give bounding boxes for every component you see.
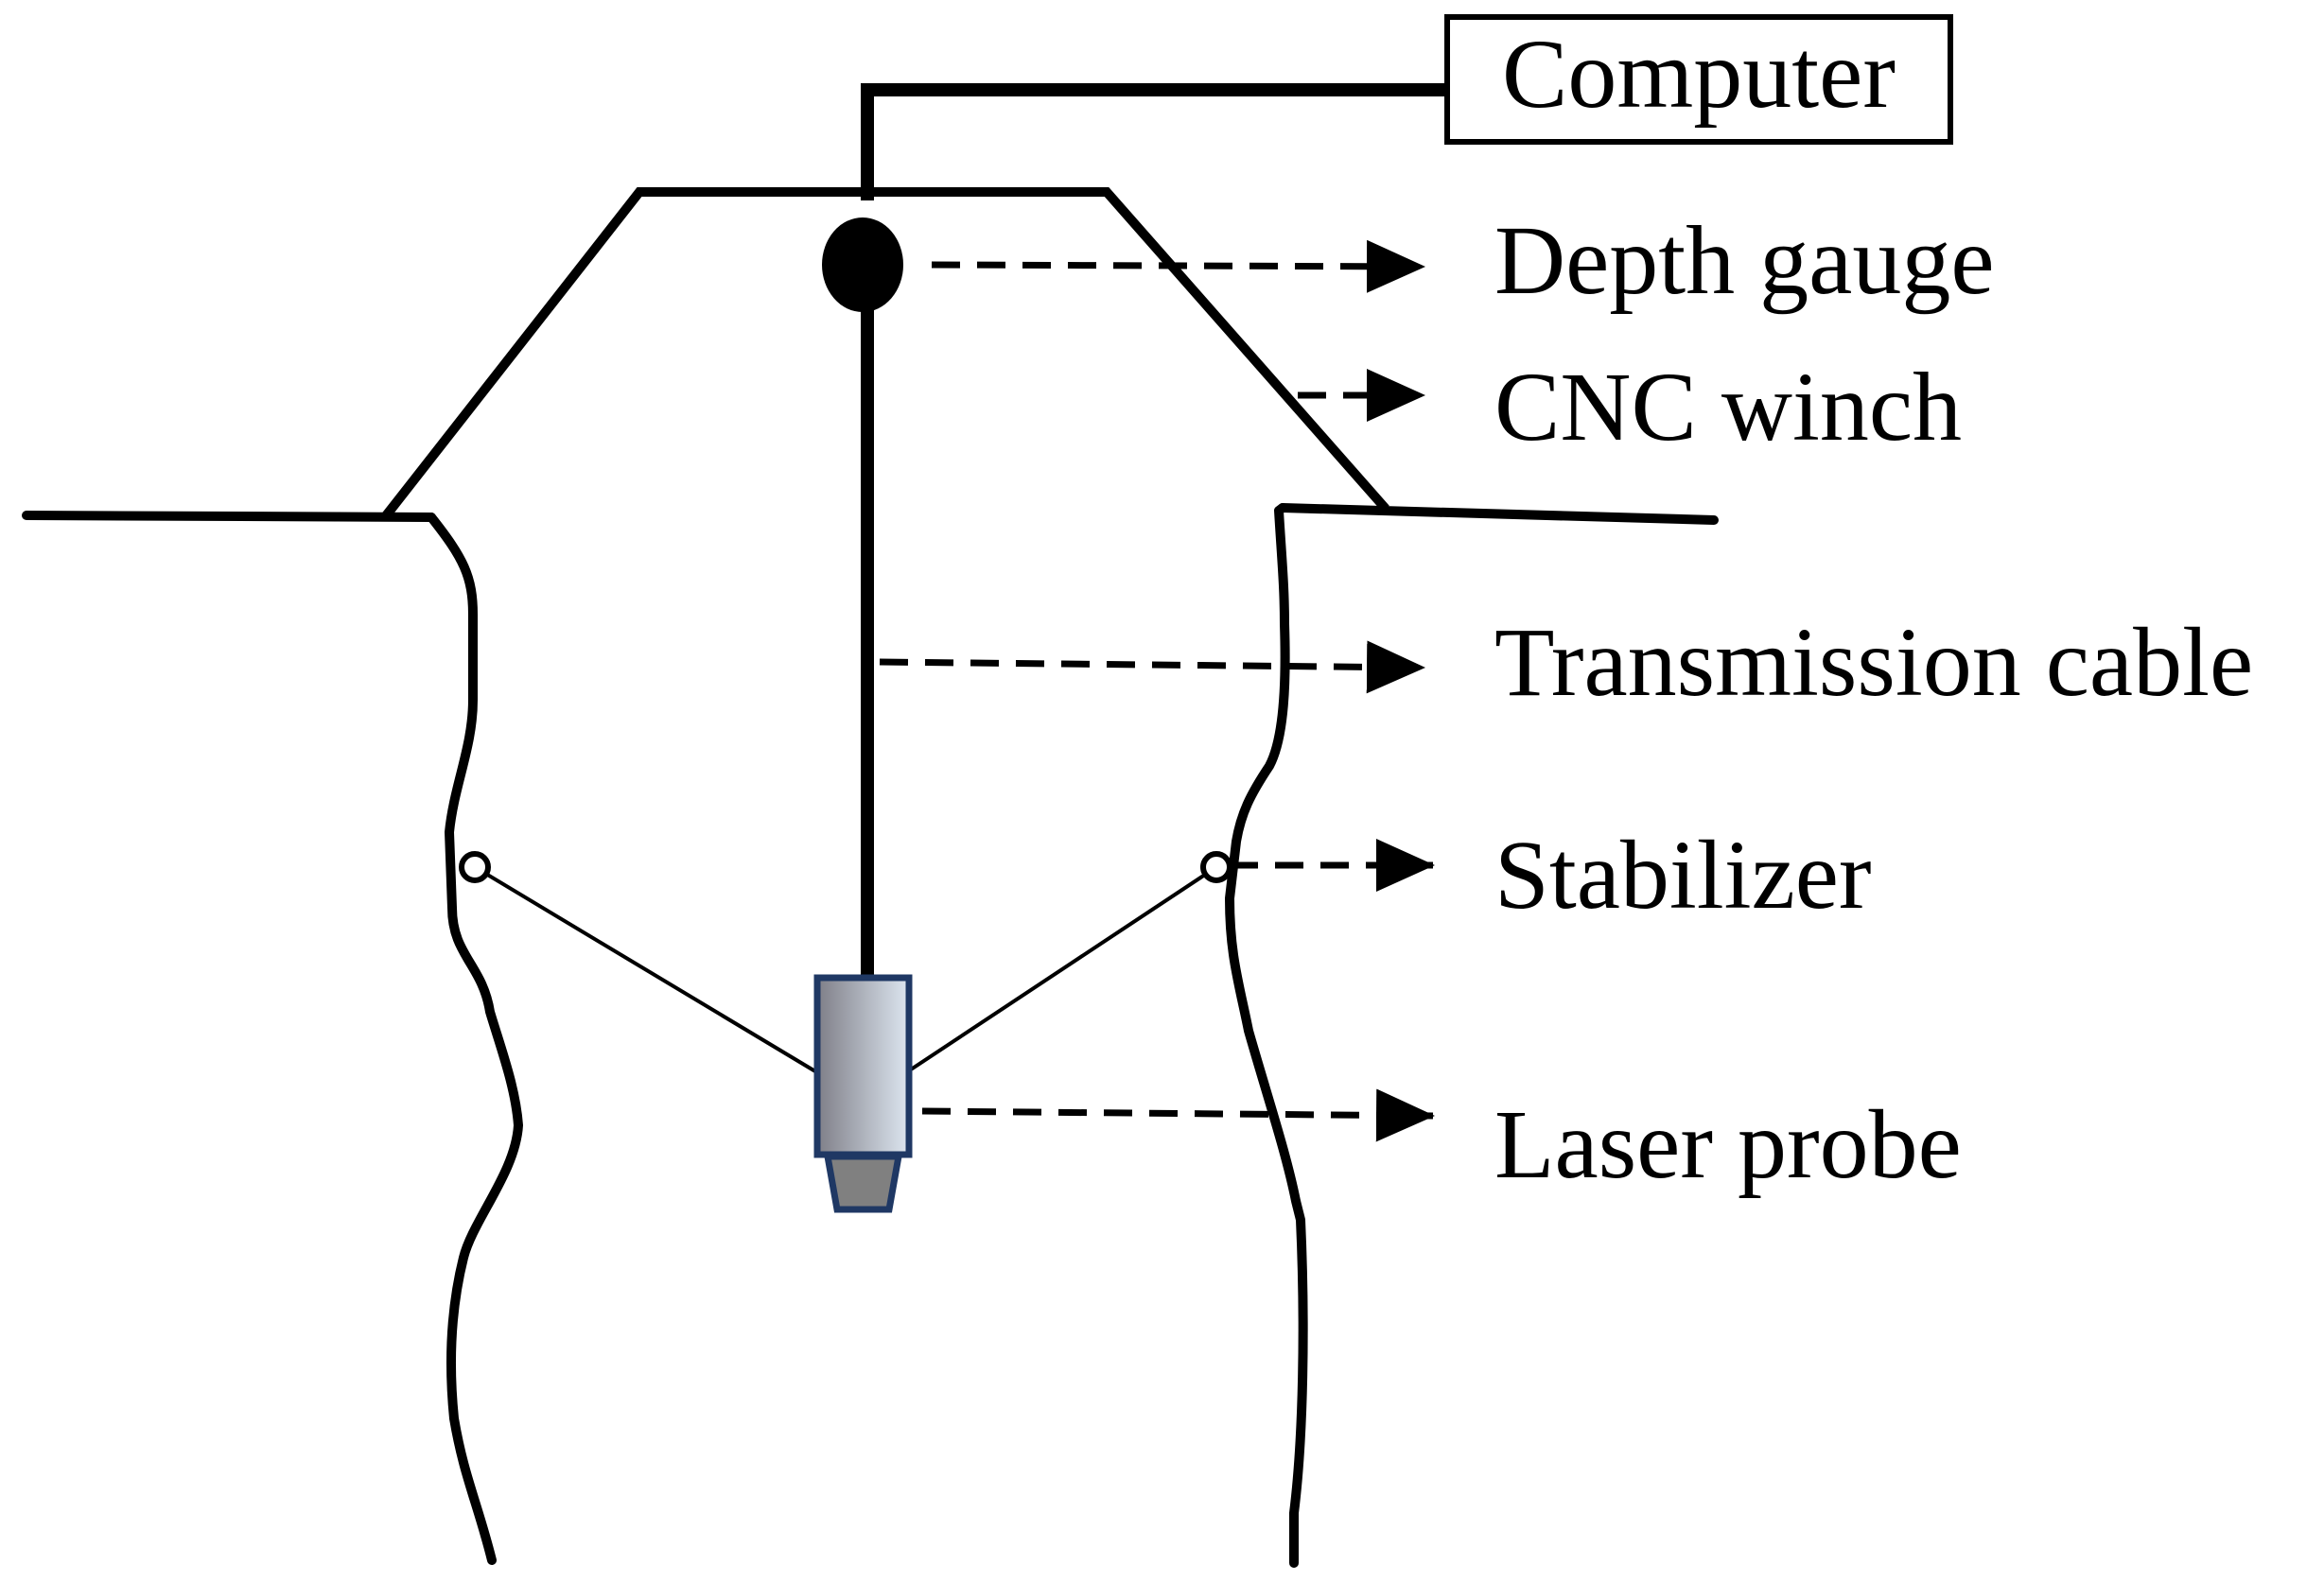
laser-probe-tip [823,1153,903,1213]
stabilizer-label: Stabilizer [1494,821,1872,930]
arrow-depth-gauge [931,239,1425,293]
stabilizer-pivot-left [459,851,491,883]
borehole-wall-left [427,513,523,1565]
transmission-cable-label: Transmission cable [1494,608,2253,717]
stabilizer-arm-left [473,865,817,1073]
arrow-laser-probe [921,1088,1435,1142]
ground-line-left [22,511,436,522]
stabilizer-arm-right [906,865,1218,1073]
ground-line-right [1278,503,1719,525]
stabilizer-pivot-right [1200,851,1232,883]
leader-arrows [879,239,1435,1142]
ground-surface [22,503,1719,525]
laser-probe-body [813,974,913,1158]
depth-gauge [822,217,903,312]
borehole-walls [427,503,1308,1568]
laser-probe-label: Laser probe [1494,1090,1962,1199]
cnc-winch-label: CNC winch [1494,353,1962,461]
arrow-transmission-cable [879,640,1425,694]
computer-box-frame [1444,14,1953,145]
laser-probe [813,974,913,1213]
computer-box: Computer [1444,14,1953,145]
transmission-cable-group [861,83,1447,979]
computer-connection-line [861,83,1447,200]
borehole-wall-right [1225,503,1308,1568]
computer-label: Computer [1502,20,1896,129]
component-labels: Depth gauge CNC winch Transmission cable… [1494,206,2253,1199]
depth-gauge-label: Depth gauge [1494,206,1994,315]
